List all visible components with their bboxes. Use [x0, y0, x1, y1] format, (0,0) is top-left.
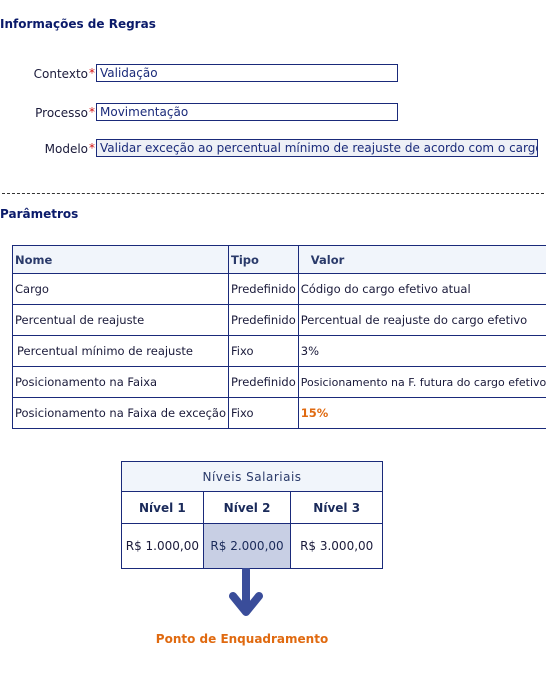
cell-valor-highlight: 15% — [297, 397, 546, 429]
enquadramento-label: Ponto de Enquadramento — [155, 632, 329, 646]
table-row: Percentual mínimo de reajuste Fixo 3% — [11, 335, 546, 367]
col-header-valor: Valor — [297, 245, 546, 274]
cell-nome: Cargo — [11, 273, 230, 305]
cell-valor: Posicionamento na F. futura do cargo efe… — [297, 366, 546, 398]
col-header-tipo: Tipo — [228, 245, 299, 274]
cell-tipo: Fixo — [228, 397, 299, 429]
contexto-field[interactable]: Validação — [96, 64, 398, 82]
table-row: Percentual de reajuste Predefinido Perce… — [11, 304, 546, 336]
required-marker: * — [89, 105, 95, 119]
cell-tipo: Fixo — [228, 335, 299, 367]
modelo-row: Modelo * Validar exceção ao percentual m… — [0, 139, 546, 161]
niveis-salariais-table: Níveis Salariais Nível 1 Nível 2 Nível 3… — [121, 461, 383, 569]
cell-tipo: Predefinido — [228, 304, 299, 336]
contexto-row: Contexto * Validação — [0, 64, 546, 86]
cell-valor: Código do cargo efetivo atual — [297, 273, 546, 305]
required-marker: * — [89, 66, 95, 80]
processo-label: Processo — [35, 106, 88, 120]
nivel-header: Nível 3 — [290, 491, 383, 524]
nivel-header: Nível 2 — [202, 491, 292, 524]
cell-tipo: Predefinido — [228, 273, 299, 305]
table-row: Cargo Predefinido Código do cargo efetiv… — [11, 273, 546, 305]
cell-nome: Posicionamento na Faixa de exceção — [11, 397, 230, 429]
cell-valor: Percentual de reajuste do cargo efetivo — [297, 304, 546, 336]
params-table: Nome Tipo Valor Cargo Predefinido Código… — [11, 245, 546, 429]
nivel-value: R$ 3.000,00 — [290, 523, 383, 569]
cell-valor: 3% — [297, 335, 546, 367]
niveis-caption: Níveis Salariais — [121, 461, 383, 492]
cell-nome: Percentual de reajuste — [11, 304, 230, 336]
table-row: Posicionamento na Faixa Predefinido Posi… — [11, 366, 546, 398]
cell-nome: Percentual mínimo de reajuste — [11, 335, 230, 367]
nivel-value-selected: R$ 2.000,00 — [202, 523, 292, 569]
nivel-header: Nível 1 — [121, 491, 204, 524]
modelo-field[interactable]: Validar exceção ao percentual mínimo de … — [96, 139, 538, 157]
arrow-down-icon — [229, 568, 263, 616]
table-row: Posicionamento na Faixa de exceção Fixo … — [11, 397, 546, 429]
section-divider — [2, 193, 544, 194]
params-title: Parâmetros — [0, 207, 79, 221]
nivel-value: R$ 1.000,00 — [121, 523, 204, 569]
contexto-label: Contexto — [33, 67, 88, 81]
cell-nome: Posicionamento na Faixa — [11, 366, 230, 398]
modelo-label: Modelo — [44, 142, 88, 156]
required-marker: * — [89, 141, 95, 155]
col-header-nome: Nome — [11, 245, 230, 274]
cell-tipo: Predefinido — [228, 366, 299, 398]
info-title: Informações de Regras — [0, 17, 156, 31]
processo-row: Processo * Movimentação — [0, 103, 546, 125]
processo-field[interactable]: Movimentação — [96, 103, 398, 121]
params-header-row: Nome Tipo Valor — [11, 245, 546, 274]
